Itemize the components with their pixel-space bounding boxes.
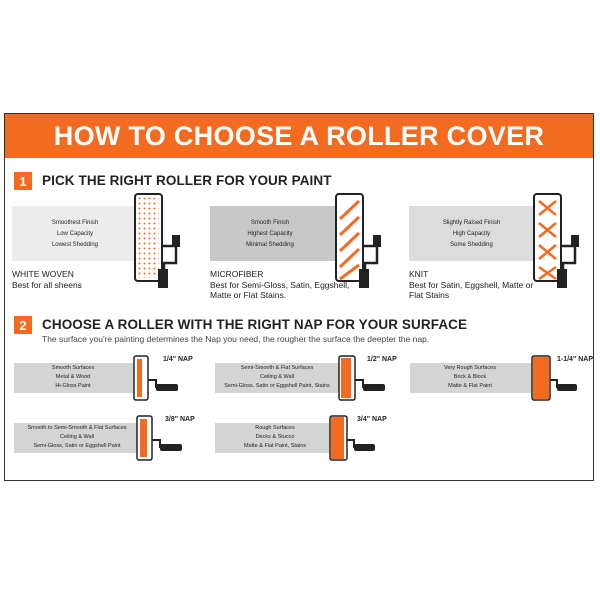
nap-three-eighths-label: 3/8" NAP (165, 416, 195, 423)
nap-line: Rough Surfaces (255, 425, 295, 431)
roller-desc: Matte or Flat Stains. (210, 290, 287, 300)
nap-line: Matte & Flat Paint (448, 383, 492, 389)
swatch-line: Minimal Shedding (246, 242, 294, 248)
nap-half-label: 1/2" NAP (367, 356, 397, 363)
nap-line: Semi-Gloss, Satin or Eggshell Paint, Sta… (224, 383, 330, 389)
swatch-line: Slightly Raised Finish (442, 220, 501, 226)
nap-one-quarter-label: 1-1/4" NAP (557, 356, 593, 363)
nap-line: Metal & Wood (55, 374, 91, 380)
knit-swatch-text: Slightly Raised Finish High Capacity Som… (419, 218, 524, 251)
nap-quarter-text: Smooth Surfaces Metal & Wood Hi-Gloss Pa… (17, 364, 129, 391)
microfiber-label: MICROFIBER Best for Semi-Gloss, Satin, E… (210, 269, 349, 301)
title-banner: HOW TO CHOOSE A ROLLER COVER (5, 114, 593, 158)
swatch-line: Low Capacity (56, 231, 94, 237)
infographic-frame: HOW TO CHOOSE A ROLLER COVER 1 PICK THE … (4, 113, 594, 481)
three-eighths-nap-roller-icon (136, 415, 182, 461)
nap-line: Very Rough Surfaces (444, 365, 496, 371)
swatch-line: Some Shedding (450, 242, 493, 248)
roller-name: MICROFIBER (210, 269, 264, 279)
nap-line: Smooth to Semi-Smooth & Flat Surfaces (27, 425, 127, 431)
microfiber-swatch-text: Smooth Finish Highest Capacity Minimal S… (220, 218, 320, 251)
nap-three-eighths-text: Smooth to Semi-Smooth & Flat Surfaces Ce… (15, 424, 139, 451)
step-1-badge: 1 (14, 172, 32, 190)
knit-label: KNIT Best for Satin, Eggshell, Matte or … (409, 269, 533, 301)
page-title: HOW TO CHOOSE A ROLLER COVER (53, 120, 545, 151)
half-nap-roller-icon (338, 355, 385, 401)
roller-desc: Best for all sheens (12, 279, 82, 290)
quarter-nap-roller-icon (133, 355, 178, 401)
nap-quarter-label: 1/4" NAP (163, 356, 193, 363)
white-woven-swatch-text: Smoothest Finish Low Capacity Lowest She… (25, 218, 125, 251)
nap-line: Ceiling & Wall (259, 374, 295, 380)
nap-one-quarter-text: Very Rough Surfaces Brick & Block Matte … (415, 364, 525, 391)
knit-roller-icon (533, 193, 579, 288)
knit-swatch (409, 206, 539, 261)
white-woven-roller-icon (134, 193, 180, 288)
roller-desc: Flat Stains (409, 290, 450, 300)
nap-half-band (215, 363, 343, 393)
swatch-line: Lowest Shedding (51, 242, 99, 248)
swatch-line: Smoothest Finish (51, 220, 99, 226)
three-quarter-nap-roller-icon (329, 415, 375, 461)
nap-line: Decks & Stucco (255, 434, 295, 440)
nap-line: Semi-Smooth & Flat Surfaces (240, 365, 314, 371)
nap-one-quarter-band (410, 363, 538, 393)
nap-half-text: Semi-Smooth & Flat Surfaces Ceiling & Wa… (217, 364, 337, 391)
nap-line: Smooth Surfaces (51, 365, 95, 371)
white-woven-swatch (12, 206, 142, 261)
microfiber-roller-icon (335, 193, 381, 288)
nap-three-quarter-band (215, 423, 343, 453)
roller-desc: Best for Semi-Gloss, Satin, Eggshell, (210, 279, 350, 290)
step-2-badge: 2 (14, 316, 32, 334)
nap-line: Ceiling & Wall (59, 434, 95, 440)
swatch-line: Highest Capacity (247, 231, 293, 237)
roller-name: KNIT (409, 269, 429, 279)
swatch-line: High Capacity (452, 231, 491, 237)
roller-name: WHITE WOVEN (12, 269, 74, 279)
one-quarter-nap-roller-icon (531, 355, 577, 401)
nap-quarter-band (14, 363, 142, 393)
nap-line: Matte & Flat Paint, Stains (243, 443, 307, 449)
nap-line: Brick & Block (453, 374, 487, 380)
nap-three-quarter-text: Rough Surfaces Decks & Stucco Matte & Fl… (225, 424, 325, 451)
step-2-subtitle: The surface you're painting determines t… (42, 334, 430, 344)
roller-desc: Best for Satin, Eggshell, Matte or (409, 279, 534, 290)
microfiber-swatch (210, 206, 340, 261)
white-woven-label: WHITE WOVEN Best for all sheens (12, 269, 82, 290)
nap-line: Semi-Gloss, Satin or Eggshell Paint (33, 443, 121, 449)
swatch-line: Smooth Finish (250, 220, 290, 226)
step-2-title: CHOOSE A ROLLER WITH THE RIGHT NAP FOR Y… (42, 317, 468, 332)
step-1-title: PICK THE RIGHT ROLLER FOR YOUR PAINT (42, 173, 332, 188)
nap-three-quarter-label: 3/4" NAP (357, 416, 387, 423)
nap-line: Hi-Gloss Paint (55, 383, 91, 389)
nap-three-eighths-band (14, 423, 142, 453)
